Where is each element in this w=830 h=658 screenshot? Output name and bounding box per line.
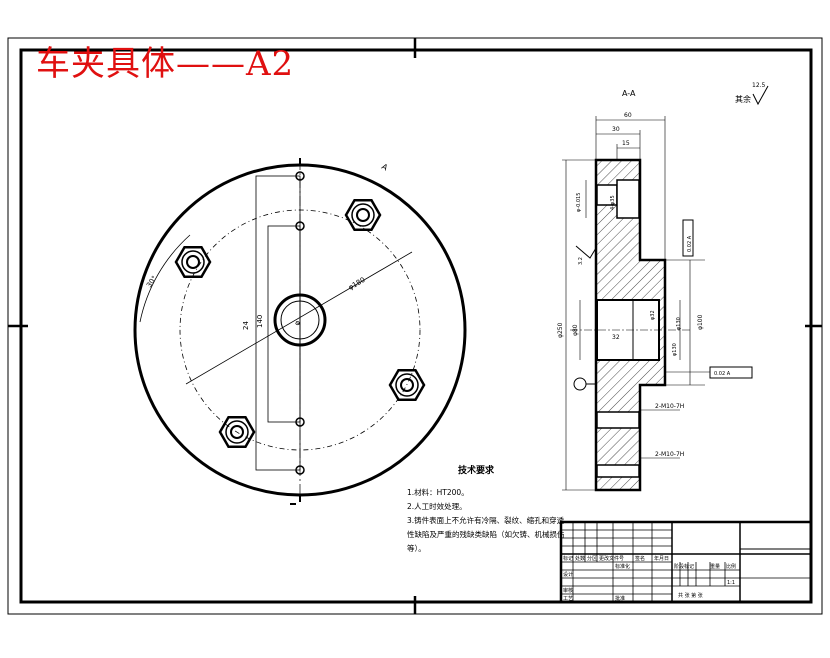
dim-bore: φ250	[557, 322, 564, 338]
right-dimensions	[665, 259, 705, 386]
tolerance-frame-1	[682, 219, 694, 257]
note-line-1: 1.材料：HT200。	[407, 487, 469, 497]
dim-left-2: φ130	[672, 343, 678, 356]
tb-count: 处数	[575, 555, 585, 562]
centering-marks	[8, 38, 822, 614]
dim-top-mid: 30	[612, 126, 620, 133]
datum-symbol	[573, 377, 587, 391]
roughness-value-left: 3.2	[578, 257, 584, 265]
left-dimensions	[562, 159, 596, 491]
technical-notes: 技术要求 1.材料：HT200。 2.人工时效处理。 3.铸件表面上不允许有冷隔…	[407, 464, 565, 553]
note-line-3: 3.铸件表面上不允许有冷隔、裂纹、缩孔和穿透	[407, 515, 565, 525]
note-line-2: 2.人工时效处理。	[407, 501, 467, 511]
tb-sign: 签名	[635, 555, 645, 562]
tb-standardize: 标准化	[615, 563, 630, 570]
tb-process: 工艺	[563, 596, 573, 602]
tb-designer: 设计	[563, 571, 573, 578]
tb-approve: 批准	[615, 595, 625, 602]
note-line-4: 性缺陷及严重的残缺类缺陷（如欠铸、机械损伤	[407, 529, 565, 539]
tb-zone: 分区	[587, 555, 597, 562]
hex-bolt	[344, 199, 382, 231]
dim-hole-1: 4-φ35	[610, 195, 616, 210]
top-dimensions	[595, 116, 666, 260]
dim-top-small: 15	[622, 140, 630, 147]
section-view: A-A 60 30 15 32	[557, 89, 753, 492]
note-line-5: 等）。	[407, 543, 426, 553]
section-label: A-A	[622, 89, 636, 98]
notes-heading: 技术要求	[458, 464, 495, 476]
title-block	[559, 520, 813, 604]
center-hole-dim: φ	[293, 319, 302, 327]
diagonal-dimension-line	[185, 251, 413, 385]
section-cut-marks	[290, 158, 301, 505]
front-view: 30° φ180 24 140 φ A	[133, 158, 467, 505]
tolerance-frame-3	[709, 366, 753, 379]
tb-scale: 比例	[726, 563, 736, 570]
drawing-title: 车夹具体——A2	[36, 44, 295, 84]
dim-step: φ130	[676, 317, 682, 330]
angle-arc	[139, 234, 191, 323]
tolerance-1: 0.02 A	[687, 235, 693, 252]
finish-label: 其余	[735, 94, 751, 104]
hex-bolt	[218, 416, 256, 448]
top-hole	[616, 179, 640, 219]
roughness-symbol-left	[575, 245, 597, 259]
tb-sheets: 共 张 第 张	[678, 592, 703, 599]
title-block-text: 标记 处数 分区 更改文件号 签名 年月日 设计 标准化 阶段标记 重量 比例 …	[563, 555, 736, 602]
finish-value: 12.5	[752, 82, 766, 89]
surface-finish-note: 12.5 其余	[735, 82, 769, 106]
dim-left-1: φ-0.015	[576, 193, 582, 212]
view-marker: A	[380, 162, 390, 173]
inner-dimension-box	[267, 225, 301, 423]
inner-box-dim: 140	[256, 315, 264, 328]
hex-bolt	[388, 369, 426, 401]
outer-box-dim: 24	[242, 321, 250, 330]
tb-change: 更改文件号	[599, 555, 624, 562]
tb-date: 年月日	[654, 555, 669, 562]
tb-review: 审核	[563, 587, 573, 594]
thread-callout-2: 2-M10-7H	[655, 451, 684, 458]
thread-hole-2	[596, 464, 640, 478]
bolt-circle-dim: φ180	[347, 276, 367, 292]
pin-holes	[295, 171, 305, 475]
tb-scale-value: 1:1	[727, 580, 735, 586]
dim-top-total: 60	[624, 112, 632, 119]
hex-bolts	[174, 199, 426, 448]
hex-bolt	[174, 246, 212, 278]
thread-hole-1	[596, 411, 640, 429]
hub-center-label: 32	[612, 334, 620, 341]
dim-hub: φ32	[650, 310, 656, 320]
tb-stage-mark: 阶段标记	[674, 563, 694, 570]
dim-hole-2: φ100	[697, 314, 704, 330]
tb-weight: 重量	[710, 563, 720, 570]
tolerance-3: 0.02 A	[714, 371, 731, 377]
dim-inner-bore: φ80	[572, 324, 579, 336]
thread-callout-1: 2-M10-7H	[655, 403, 684, 410]
tb-mark: 标记	[563, 555, 573, 562]
